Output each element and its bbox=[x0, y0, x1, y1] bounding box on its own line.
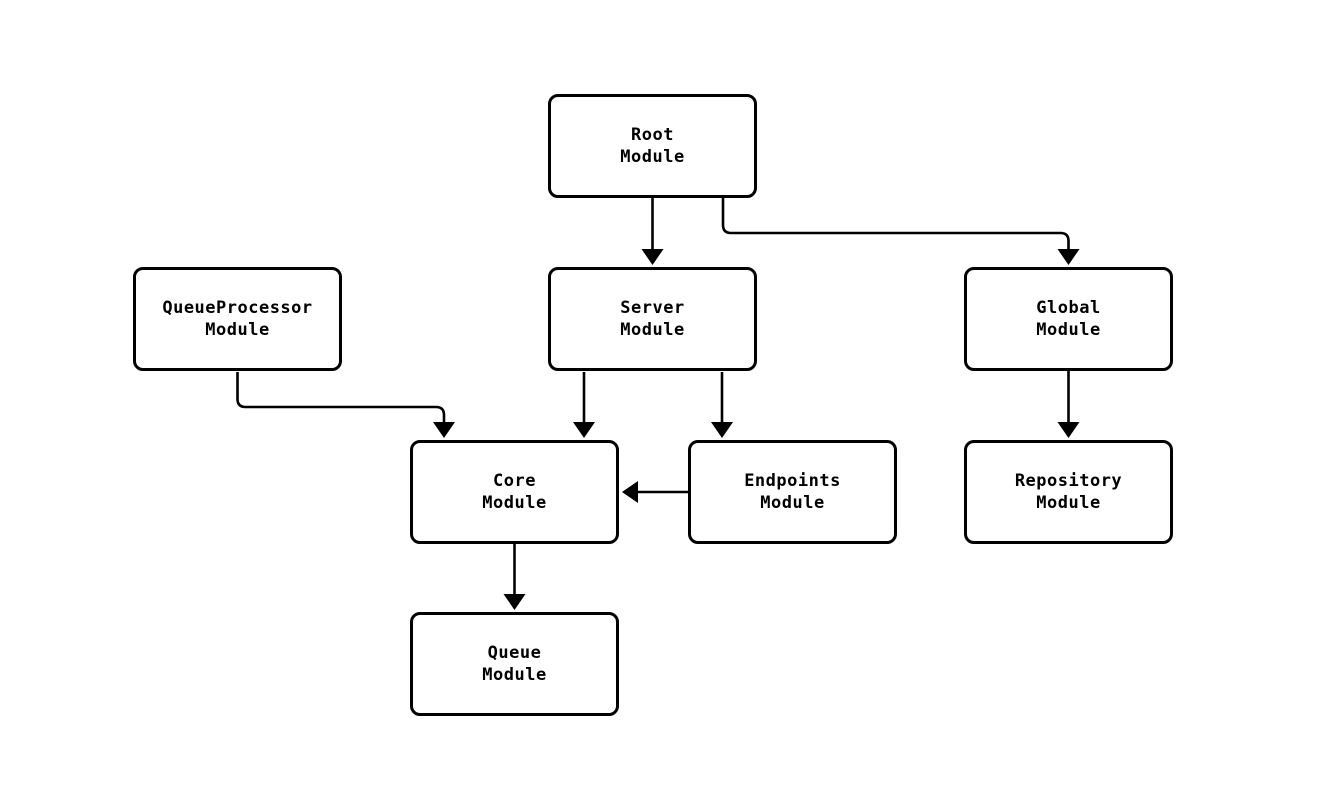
node-label: Module bbox=[205, 320, 270, 340]
node-label: Queue bbox=[487, 643, 542, 663]
node-label: Endpoints bbox=[744, 471, 841, 491]
node-label: QueueProcessor bbox=[162, 298, 313, 318]
node-root-module: Root Module bbox=[548, 94, 757, 198]
node-server-module: Server Module bbox=[548, 267, 757, 371]
node-label: Root bbox=[631, 125, 674, 145]
node-label: Module bbox=[1036, 320, 1101, 340]
node-queue-module: Queue Module bbox=[410, 612, 619, 716]
node-label: Core bbox=[493, 471, 536, 491]
node-label: Server bbox=[620, 298, 685, 318]
node-label: Repository bbox=[1014, 471, 1123, 491]
node-label: Global bbox=[1036, 298, 1101, 318]
node-label: Module bbox=[760, 493, 825, 513]
node-label: Module bbox=[482, 665, 547, 685]
node-label: Module bbox=[1036, 493, 1101, 513]
edge-queueprocessor-to-core bbox=[236, 372, 455, 438]
node-core-module: Core Module bbox=[410, 440, 619, 544]
node-repository-module: Repository Module bbox=[964, 440, 1173, 544]
node-global-module: Global Module bbox=[964, 267, 1173, 371]
edge-root-to-global bbox=[721, 197, 1080, 265]
node-endpoints-module: Endpoints Module bbox=[688, 440, 897, 544]
node-label: Module bbox=[482, 493, 547, 513]
node-label: Module bbox=[620, 147, 685, 167]
node-queueprocessor-module: QueueProcessor Module bbox=[133, 267, 342, 371]
node-label: Module bbox=[620, 320, 685, 340]
